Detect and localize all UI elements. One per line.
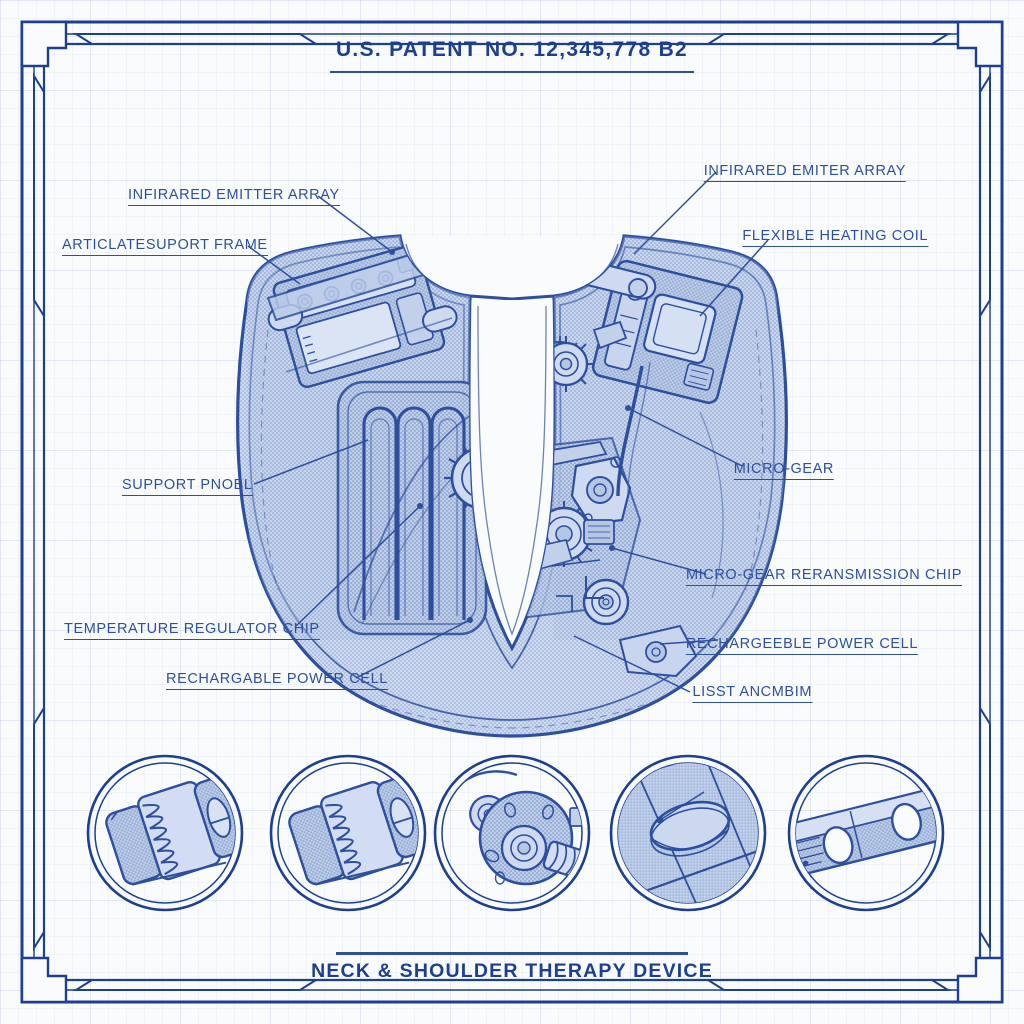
label-infrared-emitter-array-left: INFIRARED EMITTER ARRAY	[128, 187, 340, 206]
title-rule	[330, 71, 694, 74]
page-title: U.S. PATENT NO. 12,345,778 B2	[335, 38, 689, 61]
label-support-knob: SUPPORT PNOBL	[122, 477, 253, 496]
label-rechargable-power-cell-left: RECHARGABLE POWER CELL	[166, 671, 388, 690]
label-articulate-support-frame: ARTICLATESUPORT FRAME	[62, 237, 268, 256]
footer-rule	[336, 952, 688, 955]
leader-lines	[247, 171, 769, 693]
right-lower-mechanism	[618, 624, 698, 678]
border-frame	[20, 20, 1004, 1004]
detail-circle-gear-assembly	[433, 754, 591, 912]
label-micro-gear-transmission-chip: MICRO-GEAR RERANSMISSION CHIP	[685, 567, 962, 586]
label-infrared-emitter-array-right: INFIRARED EMITER ARRAY	[703, 163, 906, 182]
detail-circle-coil-spool-1	[86, 754, 244, 912]
label-rechargeable-power-cell-right: RECHARGEEBLE POWER CELL	[685, 636, 918, 655]
label-temperature-regulator-chip: TEMPERATURE REGULATOR CHIP	[64, 621, 320, 640]
detail-circle-fabric-panel	[609, 754, 767, 912]
label-list-assembly: LISST ANCMBIM	[692, 684, 812, 703]
leader-dots	[389, 249, 631, 623]
figure-caption: NECK & SHOULDER THERAPY DEVICE	[311, 960, 713, 982]
heating-coil-panel	[336, 380, 521, 636]
detail-circles-row	[86, 754, 945, 912]
label-flexible-heating-coil: FLEXIBLE HEATING COIL	[742, 228, 928, 247]
label-micro-gear: MICRO-GEAR	[733, 461, 834, 480]
vest-body	[236, 234, 788, 738]
detail-circle-linkage-bar	[787, 754, 945, 912]
detail-circle-coil-spool-2	[269, 754, 427, 912]
